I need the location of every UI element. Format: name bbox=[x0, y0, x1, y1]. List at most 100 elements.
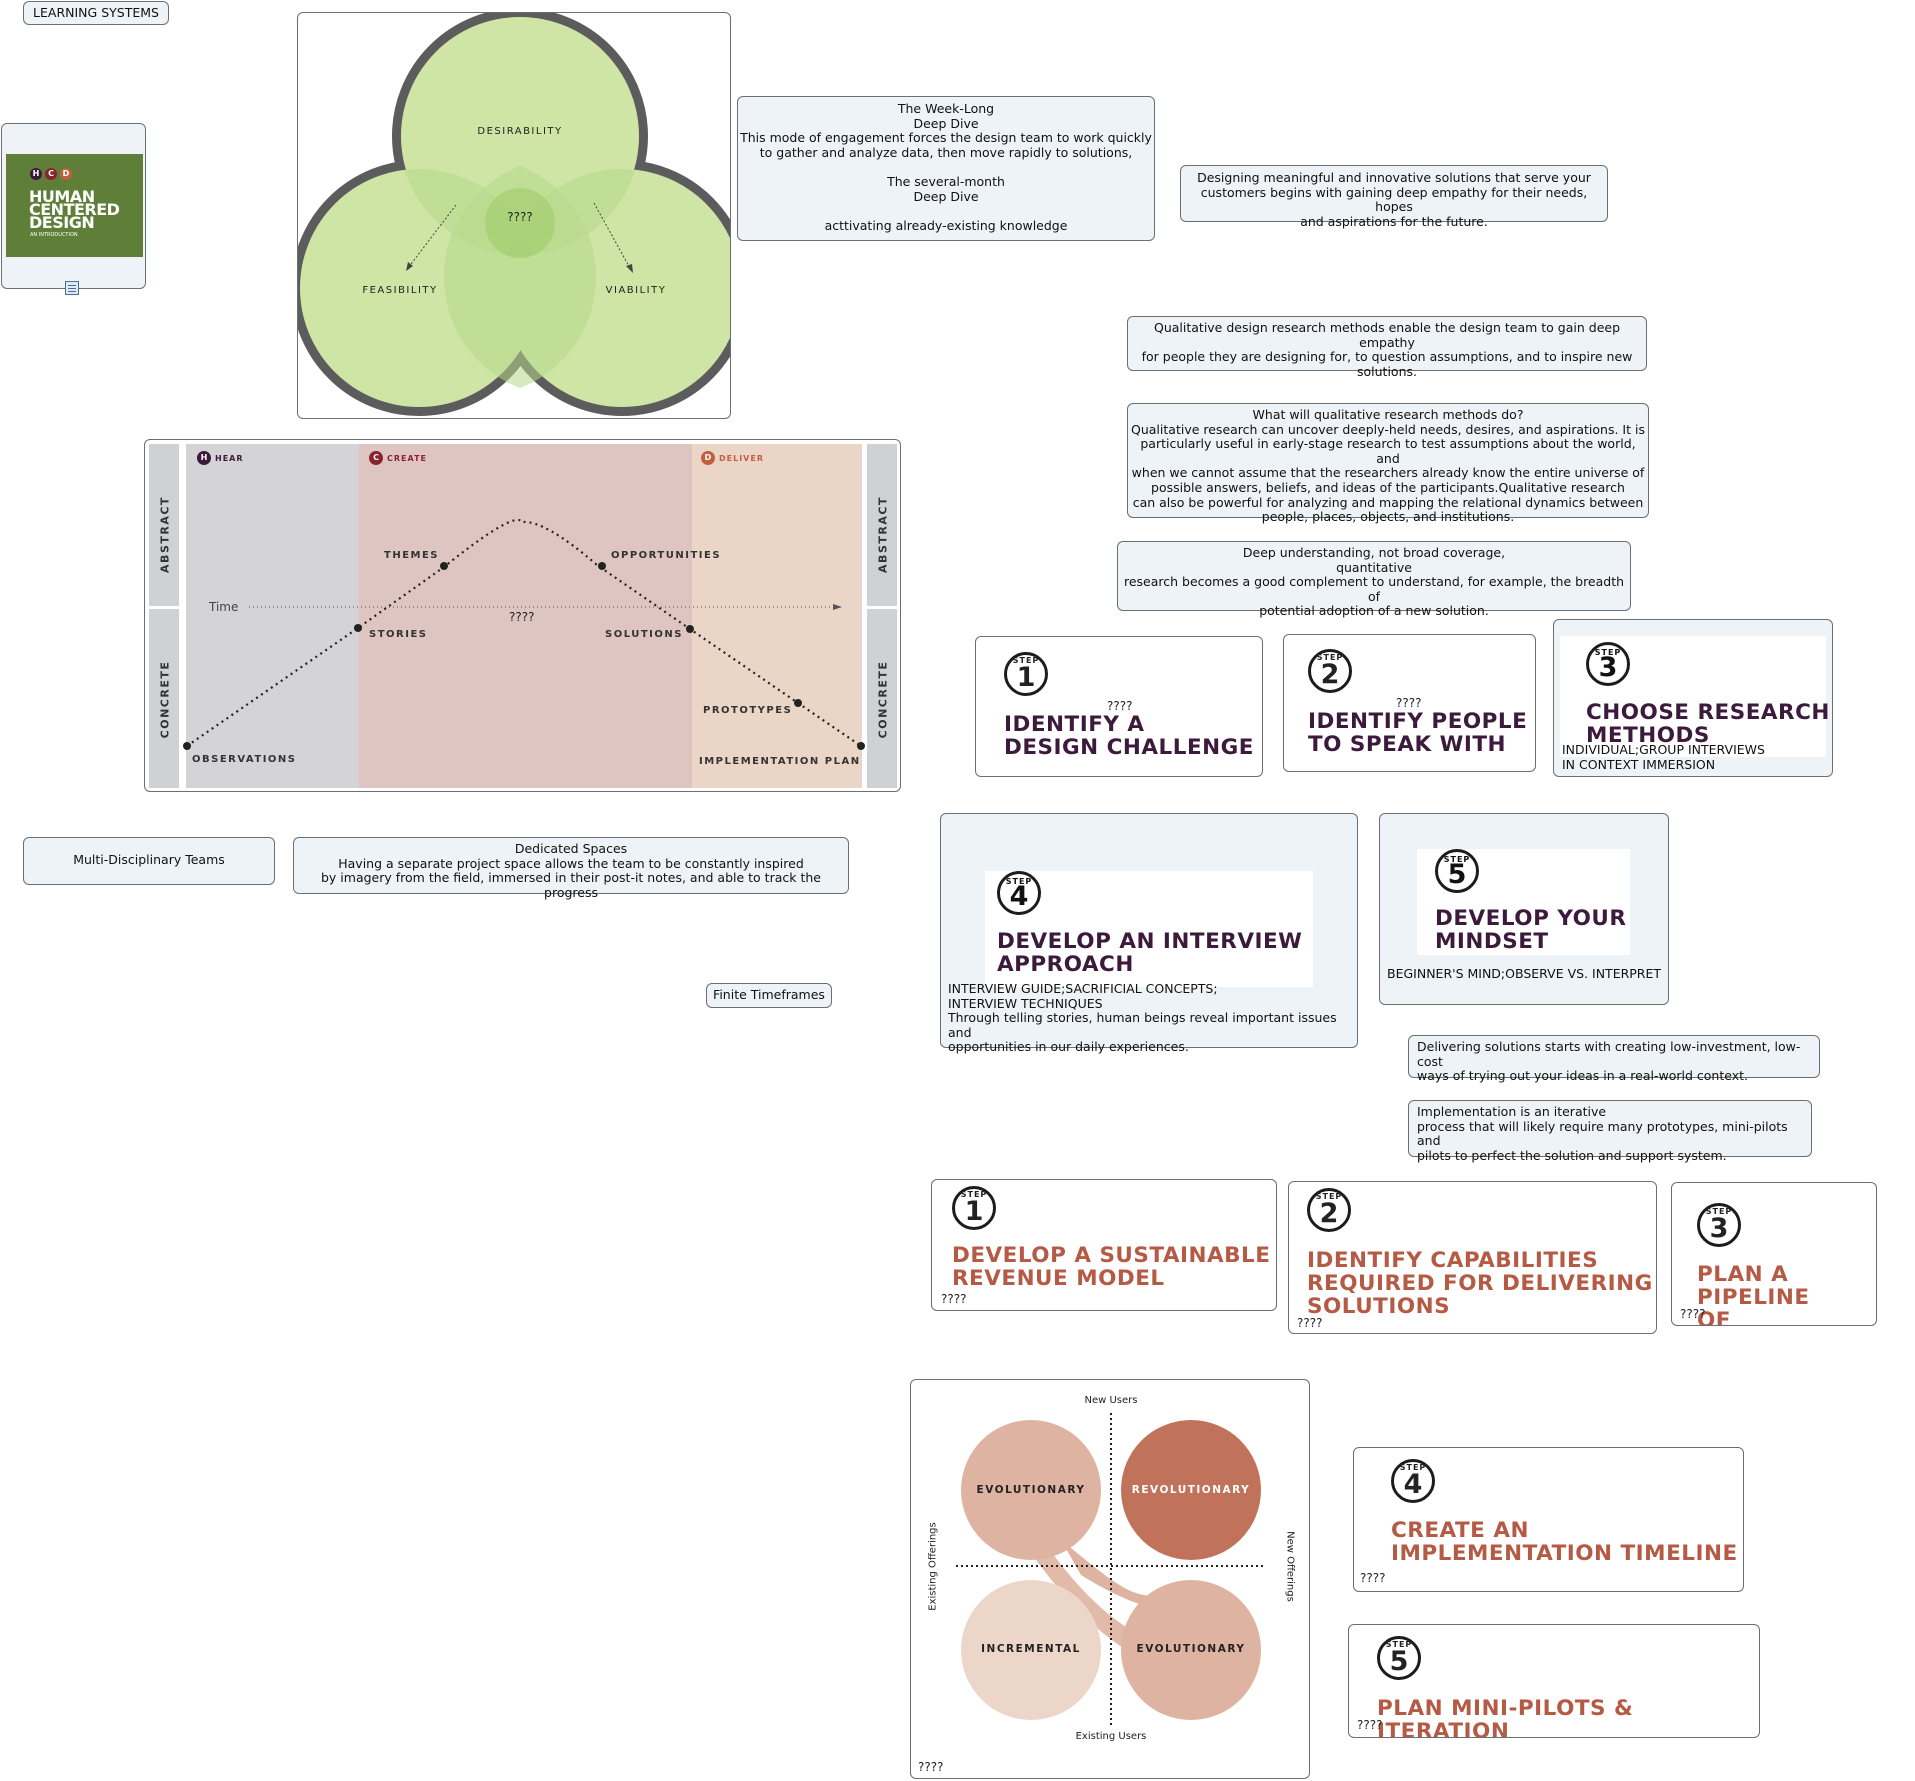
quad-circle-tl bbox=[961, 1420, 1101, 1560]
hear-step-3-title-line-2: METHODS bbox=[1586, 723, 1710, 748]
deliver-step-5-title-line-1: PLAN MINI-PILOTS & ITERATION bbox=[1377, 1696, 1634, 1738]
hear-step-4-sub-2: INTERVIEW TECHNIQUES bbox=[948, 995, 1103, 1011]
hear-step-2-node[interactable]: STEP 2 ???? IDENTIFY PEOPLE TO SPEAK WIT… bbox=[1283, 634, 1536, 772]
hear-step-3-sub: INDIVIDUAL;GROUP INTERVIEWS IN CONTEXT I… bbox=[1562, 742, 1765, 772]
implementation-note[interactable]: Implementation is an iterative process t… bbox=[1408, 1100, 1812, 1162]
attachment-icon[interactable] bbox=[65, 281, 79, 295]
hcd-label-solutions: SOLUTIONS bbox=[605, 629, 683, 640]
what-will-line-6: can also be powerful for analyzing and m… bbox=[1132, 494, 1644, 510]
hcd-process-diagram-node[interactable]: ABSTRACT CONCRETE ABSTRACT CONCRETE H HE… bbox=[144, 439, 901, 792]
hcd-phase-hear: H HEAR bbox=[197, 451, 244, 465]
hcd-phase-create-bg bbox=[359, 444, 692, 788]
qualitative-line-1: Qualitative design research methods enab… bbox=[1153, 320, 1621, 350]
hear-step-4-badge: STEP 4 bbox=[997, 871, 1041, 915]
designing-line-3: and aspirations for the future. bbox=[1300, 213, 1488, 229]
hear-step-3-node[interactable]: STEP 3 CHOOSE RESEARCH METHODS INDIVIDUA… bbox=[1553, 619, 1833, 777]
hcd-center-q: ???? bbox=[509, 610, 535, 624]
venn-center-label: ???? bbox=[507, 210, 533, 224]
hear-step-3-title-line-1: CHOOSE RESEARCH bbox=[1586, 700, 1830, 725]
delivering-note[interactable]: Delivering solutions starts with creatin… bbox=[1408, 1035, 1820, 1083]
deliver-step-5-q: ???? bbox=[1357, 1718, 1383, 1732]
designing-note[interactable]: Designing meaningful and innovative solu… bbox=[1180, 165, 1608, 228]
hear-step-3-sub-2: IN CONTEXT IMMERSION bbox=[1562, 756, 1716, 772]
book-letter-h: H bbox=[30, 168, 42, 180]
deliver-step-5-node[interactable]: STEP 5 PLAN MINI-PILOTS & ITERATION ???? bbox=[1348, 1624, 1760, 1738]
hear-step-5-step-word: STEP bbox=[1443, 855, 1471, 864]
deliver-step-5-title: PLAN MINI-PILOTS & ITERATION bbox=[1377, 1696, 1759, 1738]
book-letter-c: C bbox=[45, 168, 57, 180]
week-long-spacer-2 bbox=[738, 204, 1154, 219]
hear-step-1-title-line-1: IDENTIFY A bbox=[1004, 712, 1145, 737]
hear-step-2-title: IDENTIFY PEOPLE TO SPEAK WITH bbox=[1308, 710, 1527, 756]
deep-line-4: potential adoption of a new solution. bbox=[1259, 603, 1489, 619]
hear-step-3-badge: STEP 3 bbox=[1586, 642, 1630, 686]
hcd-label-prototypes: PROTOTYPES bbox=[703, 705, 793, 716]
hear-step-2-badge: STEP 2 bbox=[1308, 649, 1352, 693]
deep-line-3: research becomes a good complement to un… bbox=[1123, 574, 1625, 604]
hcd-phase-create: C CREATE bbox=[369, 451, 427, 465]
deliver-step-1-node[interactable]: STEP 1 DEVELOP A SUSTAINABLE REVENUE MOD… bbox=[931, 1179, 1277, 1311]
deliver-step-2-title-line-3: SOLUTIONS bbox=[1307, 1294, 1451, 1319]
book-image-node[interactable]: H C D HUMAN CENTERED DESIGN AN INTRODUCT… bbox=[1, 123, 146, 289]
venn-label-viability: VIABILITY bbox=[605, 285, 667, 296]
deliver-step-4-step-word: STEP bbox=[1399, 1463, 1427, 1472]
multi-disciplinary-note[interactable]: Multi-Disciplinary Teams bbox=[23, 837, 275, 885]
deep-line-1: Deep understanding, not broad coverage, bbox=[1242, 545, 1506, 560]
deliver-step-5-badge: STEP 5 bbox=[1377, 1636, 1421, 1680]
quad-label-top: New Users bbox=[1084, 1395, 1138, 1406]
qualitative-note[interactable]: Qualitative design research methods enab… bbox=[1127, 316, 1647, 378]
deliver-step-1-badge: STEP 1 bbox=[952, 1186, 996, 1230]
hear-step-4-title: DEVELOP AN INTERVIEW APPROACH bbox=[997, 930, 1302, 976]
implementation-line-1: Implementation is an iterative bbox=[1417, 1104, 1607, 1119]
deliver-step-2-step-word: STEP bbox=[1315, 1192, 1343, 1201]
week-long-line-4: to gather and analyze data, then move ra… bbox=[759, 144, 1133, 160]
deliver-step-2-q: ???? bbox=[1297, 1316, 1323, 1330]
dedicated-spaces-note[interactable]: Dedicated Spaces Having a separate proje… bbox=[293, 837, 849, 900]
hcd-curve bbox=[183, 518, 865, 750]
what-will-line-1: What will qualitative research methods d… bbox=[1252, 407, 1524, 422]
deliver-step-3-badge: STEP 3 bbox=[1697, 1203, 1741, 1247]
hear-step-2-title-line-2: TO SPEAK WITH bbox=[1308, 732, 1507, 757]
venn-diagram-node[interactable]: DESIRABILITY FEASIBILITY VIABILITY ???? bbox=[297, 12, 731, 419]
deliver-step-4-title-line-1: CREATE AN bbox=[1391, 1518, 1529, 1543]
innovation-quadrant-node[interactable]: New Users Existing Users Existing Offeri… bbox=[910, 1379, 1310, 1779]
deliver-step-4-node[interactable]: STEP 4 CREATE AN IMPLEMENTATION TIMELINE… bbox=[1353, 1447, 1744, 1592]
hear-step-5-node[interactable]: STEP 5 DEVELOP YOUR MINDSET BEGINNER'S M… bbox=[1379, 813, 1669, 1005]
deliver-step-3-node[interactable]: STEP 3 PLAN A PIPELINE OF SOLUTIONS ???? bbox=[1671, 1182, 1877, 1326]
hcd-point-opportunities bbox=[598, 562, 606, 570]
quad-label-br: EVOLUTIONARY bbox=[1136, 1643, 1246, 1655]
root-topic[interactable]: LEARNING SYSTEMS bbox=[23, 1, 169, 25]
hear-step-1-node[interactable]: STEP 1 ???? IDENTIFY A DESIGN CHALLENGE bbox=[975, 636, 1263, 777]
hcd-side-left bbox=[149, 444, 179, 788]
deep-understanding-note[interactable]: Deep understanding, not broad coverage, … bbox=[1117, 541, 1631, 618]
hear-step-4-title-line-2: APPROACH bbox=[997, 952, 1134, 977]
hcd-point-implementation bbox=[857, 742, 865, 750]
deliver-step-2-num: 2 bbox=[1319, 1198, 1339, 1229]
deliver-step-2-node[interactable]: STEP 2 IDENTIFY CAPABILITIES REQUIRED FO… bbox=[1288, 1181, 1657, 1334]
hear-step-2-title-line-1: IDENTIFY PEOPLE bbox=[1308, 709, 1528, 734]
finite-timeframes-note[interactable]: Finite Timeframes bbox=[706, 983, 832, 1008]
hcd-point-observations bbox=[183, 742, 191, 750]
what-will-note[interactable]: What will qualitative research methods d… bbox=[1127, 403, 1649, 524]
hcd-phase-deliver-bg bbox=[692, 444, 862, 788]
hcd-create-label: CREATE bbox=[387, 453, 427, 463]
hear-step-1-step-word: STEP bbox=[1012, 656, 1040, 665]
book-subtitle: AN INTRODUCTION bbox=[30, 232, 78, 238]
quad-label-tl: EVOLUTIONARY bbox=[976, 1484, 1086, 1496]
week-long-line-6: The several-month bbox=[887, 173, 1005, 189]
hear-step-4-sub: INTERVIEW GUIDE;SACRIFICIAL CONCEPTS; IN… bbox=[948, 981, 1357, 1055]
week-long-line-2: Deep Dive bbox=[913, 115, 979, 131]
week-long-note[interactable]: The Week-Long Deep Dive This mode of eng… bbox=[737, 96, 1155, 241]
week-long-line-7: Deep Dive bbox=[913, 188, 979, 204]
book-letter-d: D bbox=[60, 168, 72, 180]
hcd-label-themes: THEMES bbox=[384, 550, 440, 561]
hear-step-1-q: ???? bbox=[1107, 699, 1133, 713]
deliver-step-4-title: CREATE AN IMPLEMENTATION TIMELINE bbox=[1391, 1519, 1738, 1565]
deliver-step-3-q: ???? bbox=[1680, 1307, 1706, 1321]
deliver-step-5-num: 5 bbox=[1389, 1646, 1409, 1677]
quad-label-bl: INCREMENTAL bbox=[981, 1643, 1081, 1655]
deliver-step-4-num: 4 bbox=[1403, 1469, 1423, 1500]
hear-step-4-node[interactable]: STEP 4 DEVELOP AN INTERVIEW APPROACH INT… bbox=[940, 813, 1358, 1054]
hear-step-4-title-line-1: DEVELOP AN INTERVIEW bbox=[997, 929, 1303, 954]
what-will-line-2: Qualitative research can uncover deeply-… bbox=[1131, 421, 1645, 437]
